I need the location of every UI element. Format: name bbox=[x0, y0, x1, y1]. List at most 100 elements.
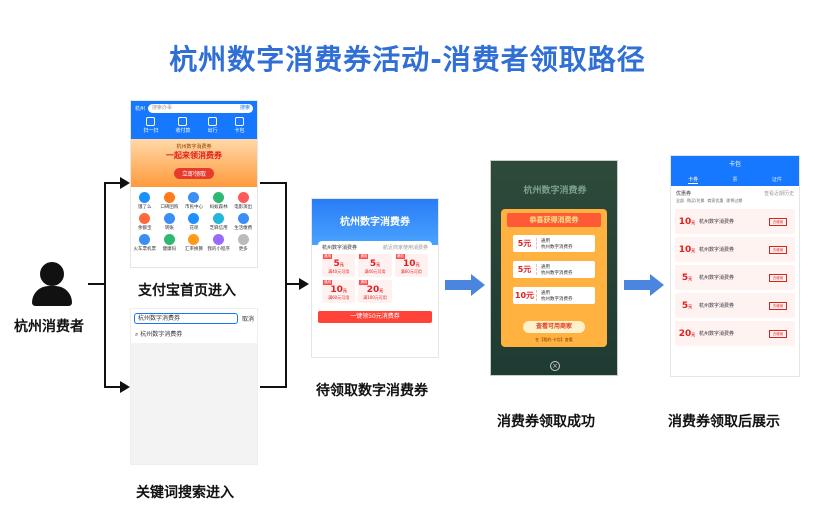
search-input[interactable]: 搜索办事 搜索 bbox=[148, 104, 253, 113]
caption-success: 消费券领取成功 bbox=[497, 414, 595, 430]
city-label[interactable]: 杭州 bbox=[135, 106, 146, 112]
success-ticket: 5元通用杭州数字消费券 bbox=[513, 261, 595, 278]
coupon-card-title: 杭州数字消费券 bbox=[322, 245, 358, 251]
success-ribbon: 恭喜获得消费券 bbox=[507, 213, 601, 227]
app-koubei[interactable]: 口碑团购 bbox=[158, 192, 182, 210]
history-link[interactable]: 查看近期历史 bbox=[763, 191, 794, 197]
app-credit[interactable]: 芝麻信用 bbox=[207, 213, 231, 231]
banner-title: 一起来领消费券 bbox=[166, 151, 222, 160]
filter-merchant[interactable]: 商家优惠 bbox=[707, 198, 724, 203]
app-healthcode[interactable]: 健康码 bbox=[158, 234, 182, 252]
wallet-coupon-item[interactable]: 5元杭州数字消费券去使用 bbox=[675, 265, 795, 290]
travel-icon[interactable]: 出行 bbox=[207, 117, 218, 134]
wallet-title: 卡包 bbox=[728, 161, 741, 168]
search-result-label: 杭州数字消费券 bbox=[140, 331, 183, 338]
top-icons: 扫一扫 收付款 出行 卡包 bbox=[135, 117, 253, 134]
arrow-head bbox=[299, 278, 309, 290]
caption-search-entry: 关键词搜索进入 bbox=[136, 485, 234, 501]
caption-display: 消费券领取后展示 bbox=[668, 414, 780, 430]
coupon-card-link[interactable]: 航近商家使用消费券 bbox=[382, 245, 428, 251]
connector-line bbox=[285, 283, 301, 285]
connector-line bbox=[260, 386, 286, 388]
page-title: 杭州数字消费券活动-消费者领取路径 bbox=[169, 43, 646, 76]
pending-header-title: 杭州数字消费券 bbox=[340, 217, 410, 228]
app-huabei[interactable]: 花呗 bbox=[182, 213, 206, 231]
app-exchange[interactable]: 汇率换算 bbox=[182, 234, 206, 252]
app-yuebao[interactable]: 余额宝 bbox=[133, 213, 157, 231]
coupon-card-header: 杭州数字消费券 航近商家使用消费券 bbox=[322, 244, 428, 251]
app-transfer[interactable]: 转账 bbox=[158, 213, 182, 231]
filter-all[interactable]: 全部 bbox=[676, 198, 684, 203]
person-icon bbox=[40, 262, 64, 286]
tab-coupons[interactable]: 卡券 bbox=[688, 177, 699, 184]
tab-ids[interactable]: 证件 bbox=[771, 177, 782, 183]
wallet-coupon-item[interactable]: 20元杭州数字消费券去使用 bbox=[675, 321, 795, 346]
search-result[interactable]: ⌕ 杭州数字消费券 bbox=[131, 326, 257, 343]
connector-line bbox=[104, 386, 120, 388]
claim-now-button[interactable]: 立即领取 bbox=[173, 168, 214, 179]
search-button[interactable]: 搜索 bbox=[239, 105, 250, 111]
connector-line bbox=[88, 283, 106, 285]
app-grid: 饿了么 口碑团购 市民中心 蚂蚁森林 电影演出 余额宝 转账 花呗 芝麻信用 生… bbox=[131, 187, 257, 257]
app-bills[interactable]: 生活缴费 bbox=[231, 213, 255, 231]
coupon-filters: 全部 购买/兑换 商家优惠 即将过期 bbox=[671, 198, 799, 206]
search-screen: 杭州数字消费券 取消 ⌕ 杭州数字消费券 bbox=[130, 308, 258, 465]
success-ticket: 10元通用杭州数字消费券 bbox=[513, 287, 595, 304]
caption-home-entry: 支付宝首页进入 bbox=[138, 283, 236, 299]
app-tickets[interactable]: 火车票机票 bbox=[133, 234, 157, 252]
wallet-header: 卡包 卡券 票 证件 bbox=[671, 156, 799, 186]
pay-icon[interactable]: 收付款 bbox=[175, 117, 191, 134]
step-arrow bbox=[445, 274, 485, 296]
connector-line bbox=[260, 182, 286, 184]
step-arrow bbox=[624, 274, 664, 296]
app-eleme[interactable]: 饿了么 bbox=[133, 192, 157, 210]
success-ticket: 5元通用杭州数字消费券 bbox=[513, 235, 595, 252]
close-icon[interactable]: × bbox=[550, 361, 560, 371]
person-icon-body bbox=[32, 286, 72, 306]
tab-tickets[interactable]: 票 bbox=[732, 177, 738, 183]
alipay-search-row: 杭州 搜索办事 搜索 bbox=[135, 104, 253, 113]
filter-expiring[interactable]: 即将过期 bbox=[726, 198, 743, 203]
app-movie[interactable]: 电影演出 bbox=[231, 192, 255, 210]
coupon-banner[interactable]: 杭州数字消费券 一起来领消费券 立即领取 bbox=[131, 139, 257, 187]
search-icon: ⌕ bbox=[135, 331, 141, 338]
app-miniapps[interactable]: 我的小程序 bbox=[207, 234, 231, 252]
wallet-coupon-item[interactable]: 10元杭州数字消费券去使用 bbox=[675, 209, 795, 234]
search-query-input[interactable]: 杭州数字消费券 bbox=[134, 313, 238, 324]
connector-line bbox=[285, 182, 287, 388]
caption-pending: 待领取数字消费券 bbox=[316, 383, 428, 399]
person-label: 杭州消费者 bbox=[14, 319, 84, 335]
connector-line bbox=[104, 182, 120, 184]
cancel-button[interactable]: 取消 bbox=[241, 316, 254, 323]
cards-icon[interactable]: 卡包 bbox=[234, 117, 245, 134]
app-citizen[interactable]: 市民中心 bbox=[182, 192, 206, 210]
filter-purchase[interactable]: 购买/兑换 bbox=[687, 198, 705, 203]
app-forest[interactable]: 蚂蚁森林 bbox=[207, 192, 231, 210]
claim-all-button[interactable]: 一键领50元消费券 bbox=[318, 311, 432, 323]
wallet-tabs: 卡券 票 证件 bbox=[671, 176, 799, 184]
wallet-coupon-item[interactable]: 10元杭州数字消费券去使用 bbox=[675, 237, 795, 262]
success-card: 恭喜获得消费券 5元通用杭州数字消费券 5元通用杭州数字消费券 10元通用杭州数… bbox=[501, 209, 607, 347]
scan-icon[interactable]: 扫一扫 bbox=[143, 117, 159, 134]
success-screen: 杭州数字消费券 恭喜获得消费券 5元通用杭州数字消费券 5元通用杭州数字消费券 … bbox=[490, 160, 618, 376]
search-row: 杭州数字消费券 取消 bbox=[131, 309, 257, 326]
view-merchants-button[interactable]: 查看可用商家 bbox=[523, 321, 585, 333]
banner-subtitle: 杭州数字消费券 bbox=[176, 144, 212, 150]
arrow-head bbox=[120, 177, 130, 189]
search-placeholder: 搜索办事 bbox=[152, 105, 173, 111]
alipay-header: 杭州 搜索办事 搜索 扫一扫 收付款 出行 卡包 bbox=[131, 101, 257, 139]
success-footer: 在【我的-卡包】查看 bbox=[535, 337, 573, 342]
app-more[interactable]: 更多 bbox=[231, 234, 255, 252]
wallet-coupon-item[interactable]: 5元杭州数字消费券去使用 bbox=[675, 293, 795, 318]
alipay-home-screen: 杭州 搜索办事 搜索 扫一扫 收付款 出行 卡包 杭州数字消费券 一起来领消费券… bbox=[130, 100, 258, 268]
card-wallet-screen: 卡包 卡券 票 证件 优惠券 查看近期历史 全部 购买/兑换 商家优惠 即将过期… bbox=[670, 155, 800, 377]
pending-header: 杭州数字消费券 bbox=[312, 199, 438, 245]
